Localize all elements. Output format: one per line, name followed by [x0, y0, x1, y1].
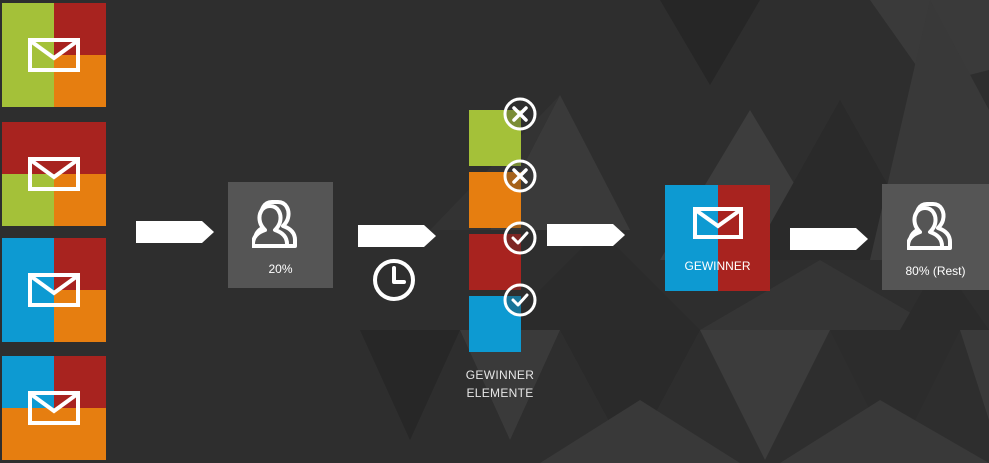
- tile-quadrant: [54, 238, 106, 290]
- element-square: [469, 234, 521, 290]
- clock-icon: [373, 259, 415, 301]
- email-variant-tile: [2, 122, 106, 226]
- test-group-box: 20%: [228, 182, 333, 288]
- check-circle-icon: [503, 221, 537, 255]
- element-square: [469, 110, 521, 166]
- check-circle-icon: [503, 283, 537, 317]
- tile-quadrant: [54, 356, 106, 408]
- tile-quadrant: [54, 55, 106, 107]
- rest-group-label: 80% (Rest): [905, 264, 966, 278]
- email-variant-tile: [2, 3, 106, 107]
- tile-quadrant: [54, 3, 106, 55]
- winner-email-tile: GEWINNER: [665, 185, 770, 291]
- tile-quadrant: [54, 290, 106, 342]
- envelope-icon: [28, 273, 80, 307]
- tile-quadrant: [54, 122, 106, 174]
- envelope-icon: [28, 157, 80, 191]
- email-variant-tile: [2, 238, 106, 342]
- element-square: [469, 296, 521, 352]
- x-circle-icon: [503, 159, 537, 193]
- envelope-icon: [693, 207, 743, 239]
- elements-caption: GEWINNER ELEMENTE: [450, 366, 550, 402]
- element-square: [469, 172, 521, 228]
- x-circle-icon: [503, 97, 537, 131]
- elements-caption-line2: ELEMENTE: [466, 386, 534, 400]
- people-icon: [252, 200, 297, 248]
- elements-caption-line1: GEWINNER: [465, 368, 535, 382]
- right-arrow-icon: [358, 225, 436, 247]
- people-icon: [907, 202, 952, 250]
- right-arrow-icon: [136, 221, 214, 243]
- winner-label: GEWINNER: [684, 259, 751, 273]
- test-group-label: 20%: [268, 262, 293, 276]
- envelope-icon: [28, 391, 80, 425]
- right-arrow-icon: [790, 228, 868, 250]
- rest-group-box: 80% (Rest): [882, 184, 989, 290]
- tile-quadrant: [54, 174, 106, 226]
- tile-quadrant: [54, 408, 106, 460]
- envelope-icon: [28, 38, 80, 72]
- right-arrow-icon: [547, 224, 625, 246]
- email-variant-tile: [2, 356, 106, 460]
